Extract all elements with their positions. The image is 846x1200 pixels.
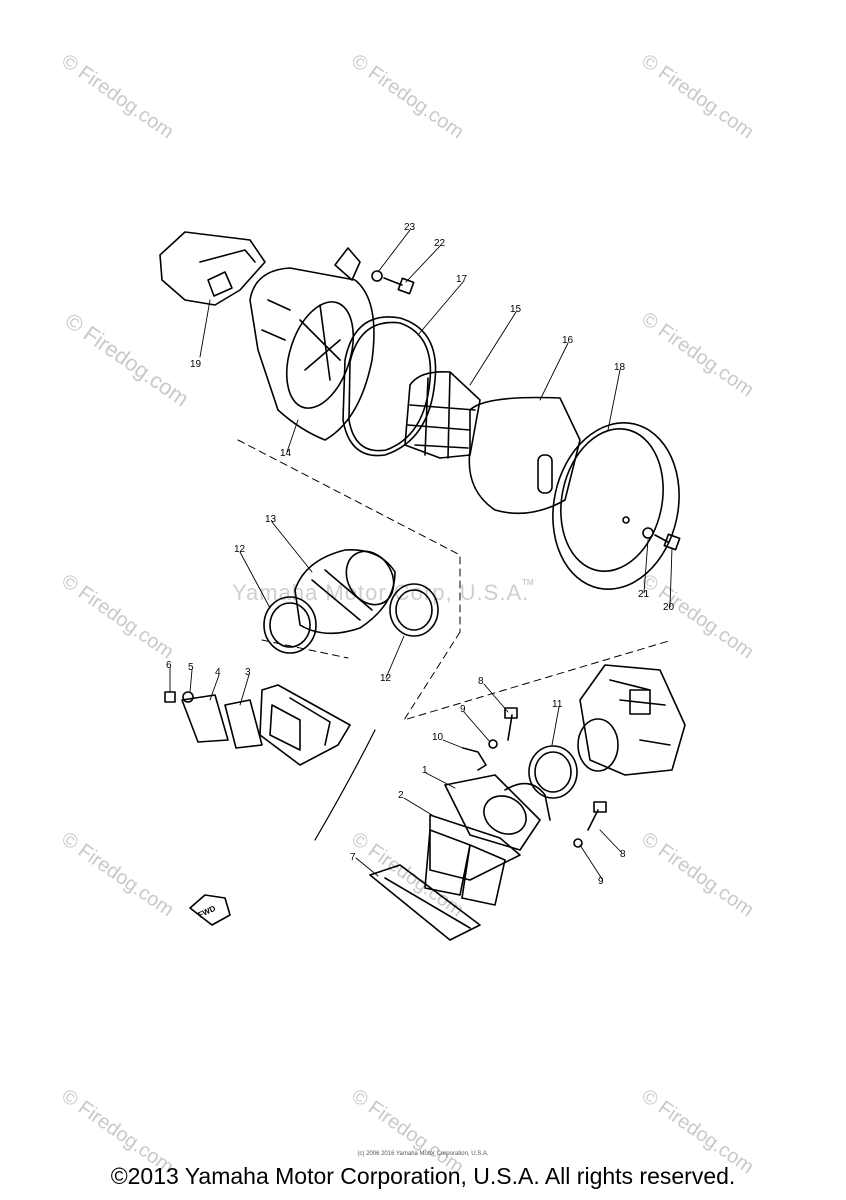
fwd-label: FWD: [197, 904, 218, 920]
part-1-manifold: [444, 774, 551, 851]
part-7-gasket: [369, 864, 481, 941]
part-14-air-box: [249, 267, 375, 441]
part-6-screw: [164, 691, 176, 703]
callout-8b: 8: [620, 849, 626, 860]
callout-18: 18: [614, 362, 626, 373]
callout-12b: 12: [380, 673, 392, 684]
bracket: [334, 247, 361, 281]
callout-15: 15: [510, 304, 522, 315]
part-5-washer: [182, 691, 194, 703]
part-17-gasket: [342, 316, 437, 457]
part-19-intake-duct: [159, 231, 266, 306]
callout-12: 12: [234, 544, 246, 555]
carburetor: [577, 664, 686, 776]
part-2-reed-valve: [424, 814, 521, 906]
callout-20: 20: [663, 602, 675, 613]
callout-14: 14: [280, 448, 292, 459]
part-10-fitting: [462, 747, 487, 771]
callout-1: 1: [422, 765, 428, 776]
center-watermark: Yamaha Motor Corp, U.S.A.: [232, 580, 529, 606]
center-watermark-tm: TM: [522, 578, 534, 587]
callout-6: 6: [166, 660, 172, 671]
part-21-washer: [642, 527, 654, 539]
part-18-cover: [552, 422, 680, 590]
part-12-clamp: [263, 596, 317, 654]
part-15-filter-cage: [404, 370, 481, 459]
copyright-footer: ©2013 Yamaha Motor Corporation, U.S.A. A…: [110, 1163, 736, 1189]
part-13-joint: [294, 549, 396, 635]
callout-22: 22: [434, 238, 446, 249]
part-8-bolt: [587, 801, 607, 831]
part-3-reed: [224, 699, 263, 749]
reed-valve-body: [259, 684, 351, 766]
fine-print: (c) 2006 2016 Yamaha Motor Corporation, …: [357, 1151, 489, 1157]
callout-17: 17: [456, 274, 468, 285]
part-12-clamp: [389, 583, 439, 637]
callout-19: 19: [190, 359, 202, 370]
callout-8: 8: [478, 676, 484, 687]
callout-5: 5: [188, 662, 194, 673]
fwd-arrow: [189, 894, 231, 926]
part-23-washer: [371, 270, 383, 282]
part-9-washer: [488, 739, 498, 749]
part-16-filter-element: [468, 396, 581, 515]
part-20-bolt: [654, 533, 681, 551]
callout-9: 9: [460, 704, 466, 715]
callout-3: 3: [245, 667, 251, 678]
callout-21: 21: [638, 589, 650, 600]
callout-10: 10: [432, 732, 444, 743]
callout-7: 7: [350, 852, 356, 863]
callout-23: 23: [404, 222, 416, 233]
callout-4: 4: [215, 667, 221, 678]
callout-9b: 9: [598, 876, 604, 887]
part-8-bolt: [504, 707, 518, 741]
center-watermark-text: Yamaha Motor Corp, U.S.A.: [232, 580, 530, 605]
part-22-bolt: [383, 277, 415, 295]
callout-11: 11: [552, 699, 563, 710]
callout-2: 2: [398, 790, 404, 801]
part-11-clamp: [528, 745, 578, 799]
part-9-washer: [573, 838, 583, 848]
callout-16: 16: [562, 335, 574, 346]
callout-13: 13: [265, 514, 277, 525]
part-4-reed-stopper: [181, 694, 229, 743]
